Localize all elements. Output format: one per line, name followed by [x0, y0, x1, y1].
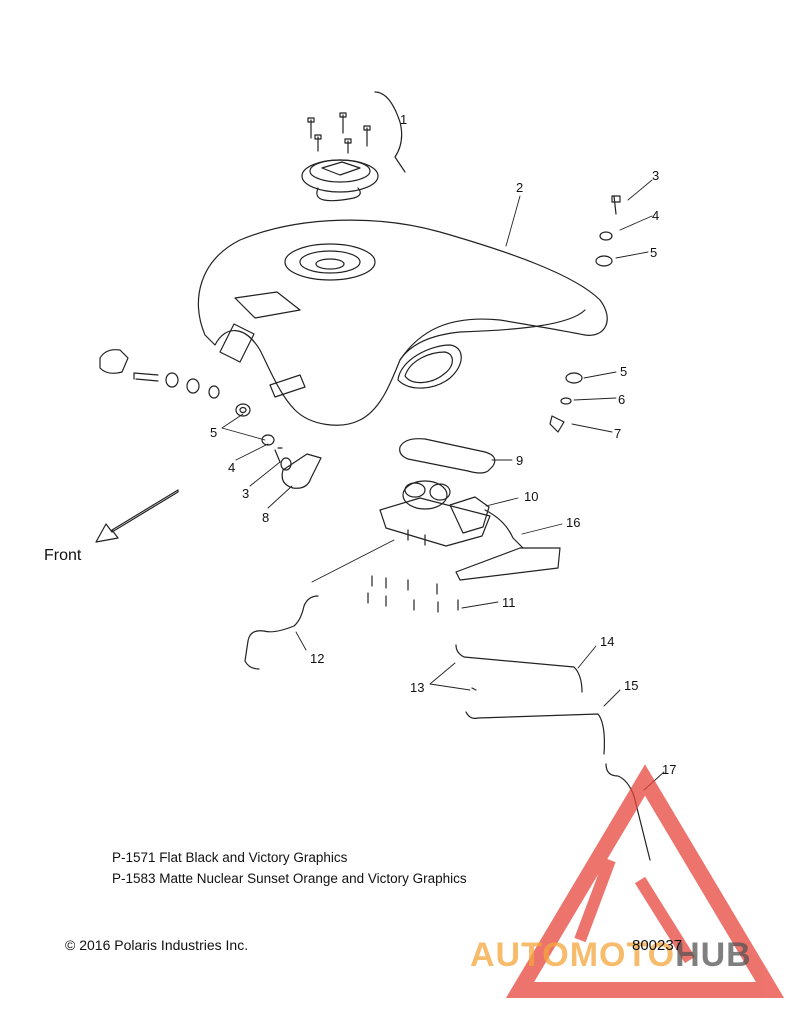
- watermark-logo: [505, 764, 785, 998]
- callout-9: 9: [516, 453, 523, 468]
- callout-3: 3: [652, 168, 659, 183]
- watermark-text: AUTOMOTOHUB: [470, 936, 752, 975]
- callout-10: 10: [524, 489, 538, 504]
- callout-5-left: 5: [210, 425, 217, 440]
- pump-screws: [367, 575, 459, 613]
- legend-line-1: P-1571 Flat Black and Victory Graphics: [112, 850, 348, 865]
- callout-5: 5: [650, 245, 657, 260]
- watermark-part1: AUTOMOTO: [470, 936, 676, 974]
- tank-mount-hardware-right: [549, 195, 621, 433]
- fuel-hose: [244, 595, 319, 670]
- leader-lines: [221, 179, 665, 791]
- callout-bracket-1: [374, 91, 406, 173]
- callout-4-left: 4: [228, 460, 235, 475]
- callout-3-left: 3: [242, 486, 249, 501]
- callout-numbers: 1 2 3 4 5 5 6 7 8 9 10 16 11 12 13 14 15…: [44, 112, 676, 777]
- callout-2: 2: [516, 180, 523, 195]
- callout-4: 4: [652, 208, 659, 223]
- fuel-cap: [301, 159, 379, 202]
- fuel-pump-gasket: [399, 438, 496, 474]
- callout-16: 16: [566, 515, 580, 530]
- copyright-text: 2016 Polaris Industries Inc.: [79, 937, 249, 953]
- callout-13: 13: [410, 680, 424, 695]
- callout-8: 8: [262, 510, 269, 525]
- callout-5-right: 5: [620, 364, 627, 379]
- callout-12: 12: [310, 651, 324, 666]
- callout-14: 14: [600, 634, 614, 649]
- vent-lines: [455, 644, 605, 755]
- fuel-pump-assembly: [379, 480, 561, 581]
- front-label: Front: [44, 547, 82, 564]
- figure-number: 800237: [632, 937, 683, 954]
- copyright-icon: ©: [65, 937, 76, 953]
- front-direction-arrow: [95, 489, 179, 543]
- tank-mount-hardware-left: [99, 349, 322, 489]
- callout-7: 7: [614, 426, 621, 441]
- fuel-tank: [197, 219, 608, 426]
- callout-1: 1: [400, 112, 407, 127]
- callout-15: 15: [624, 678, 638, 693]
- callout-17: 17: [662, 762, 676, 777]
- legend-line-2: P-1583 Matte Nuclear Sunset Orange and V…: [112, 871, 467, 886]
- watermark-part2: HUB: [675, 936, 752, 974]
- callout-11: 11: [502, 595, 516, 610]
- callout-6: 6: [618, 392, 625, 407]
- cap-bolts: [307, 112, 371, 154]
- copyright-notice: © 2016 Polaris Industries Inc.: [65, 937, 248, 953]
